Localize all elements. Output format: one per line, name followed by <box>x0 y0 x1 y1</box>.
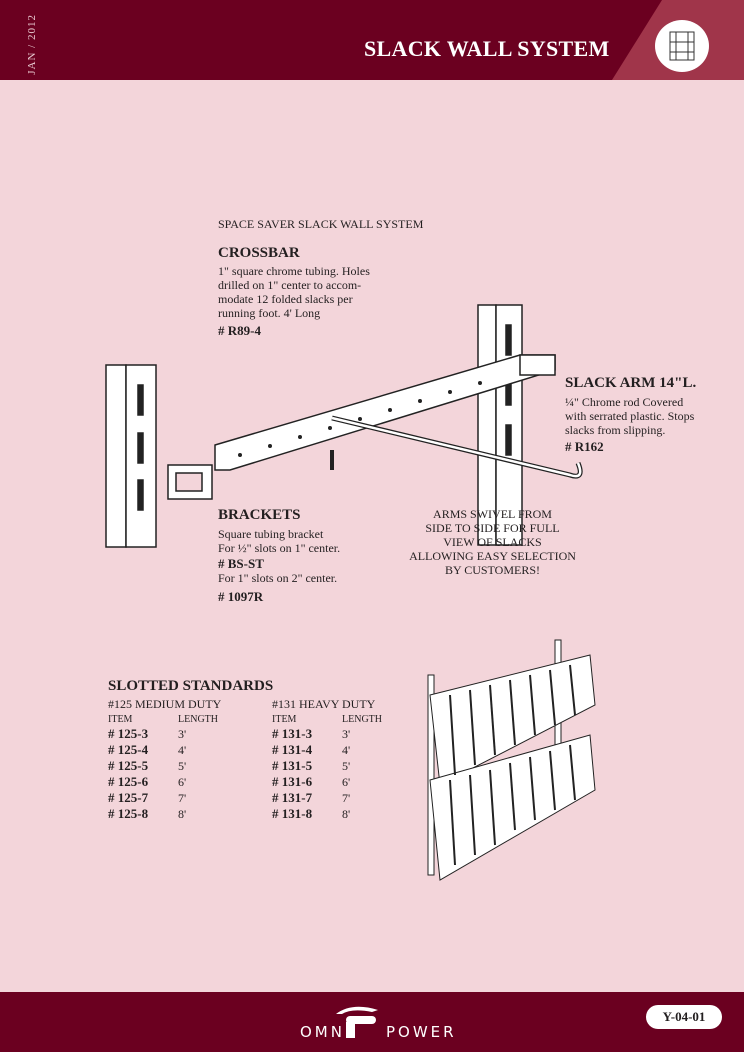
slack-arm-code: # R162 <box>565 439 604 454</box>
crossbar-title: CROSSBAR <box>218 245 300 261</box>
standards-title: SLOTTED STANDARDS <box>108 678 274 694</box>
slack-wall-icon <box>655 20 709 72</box>
header-bar: JAN / 2012 SLACK WALL SYSTEM <box>0 0 744 80</box>
brackets-code-2: # 1097R <box>218 589 264 604</box>
brackets-code-1: # BS-ST <box>218 556 264 571</box>
slacks-display-photo <box>427 639 596 881</box>
omni-power-logo-mark <box>336 1006 378 1038</box>
group-131-name: #131 HEAVY DUTY <box>272 697 376 711</box>
page-code-badge: Y-04-01 <box>646 1005 722 1029</box>
brand-omni: OMNI <box>300 1023 353 1041</box>
brackets-desc-2: For 1" slots on 2" center. <box>218 571 338 585</box>
crossbar-code: # R89-4 <box>218 323 261 338</box>
date-label: JAN / 2012 <box>26 14 38 75</box>
intro-text: SPACE SAVER SLACK WALL SYSTEM <box>218 217 424 231</box>
slack-wall-illustration <box>105 304 583 548</box>
group-125-name: #125 MEDIUM DUTY <box>108 697 222 711</box>
page-title: SLACK WALL SYSTEM <box>364 36 610 61</box>
brand-power: POWER <box>386 1023 457 1041</box>
slack-arm-title: SLACK ARM 14"L. <box>565 375 697 391</box>
brackets-title: BRACKETS <box>218 507 301 523</box>
